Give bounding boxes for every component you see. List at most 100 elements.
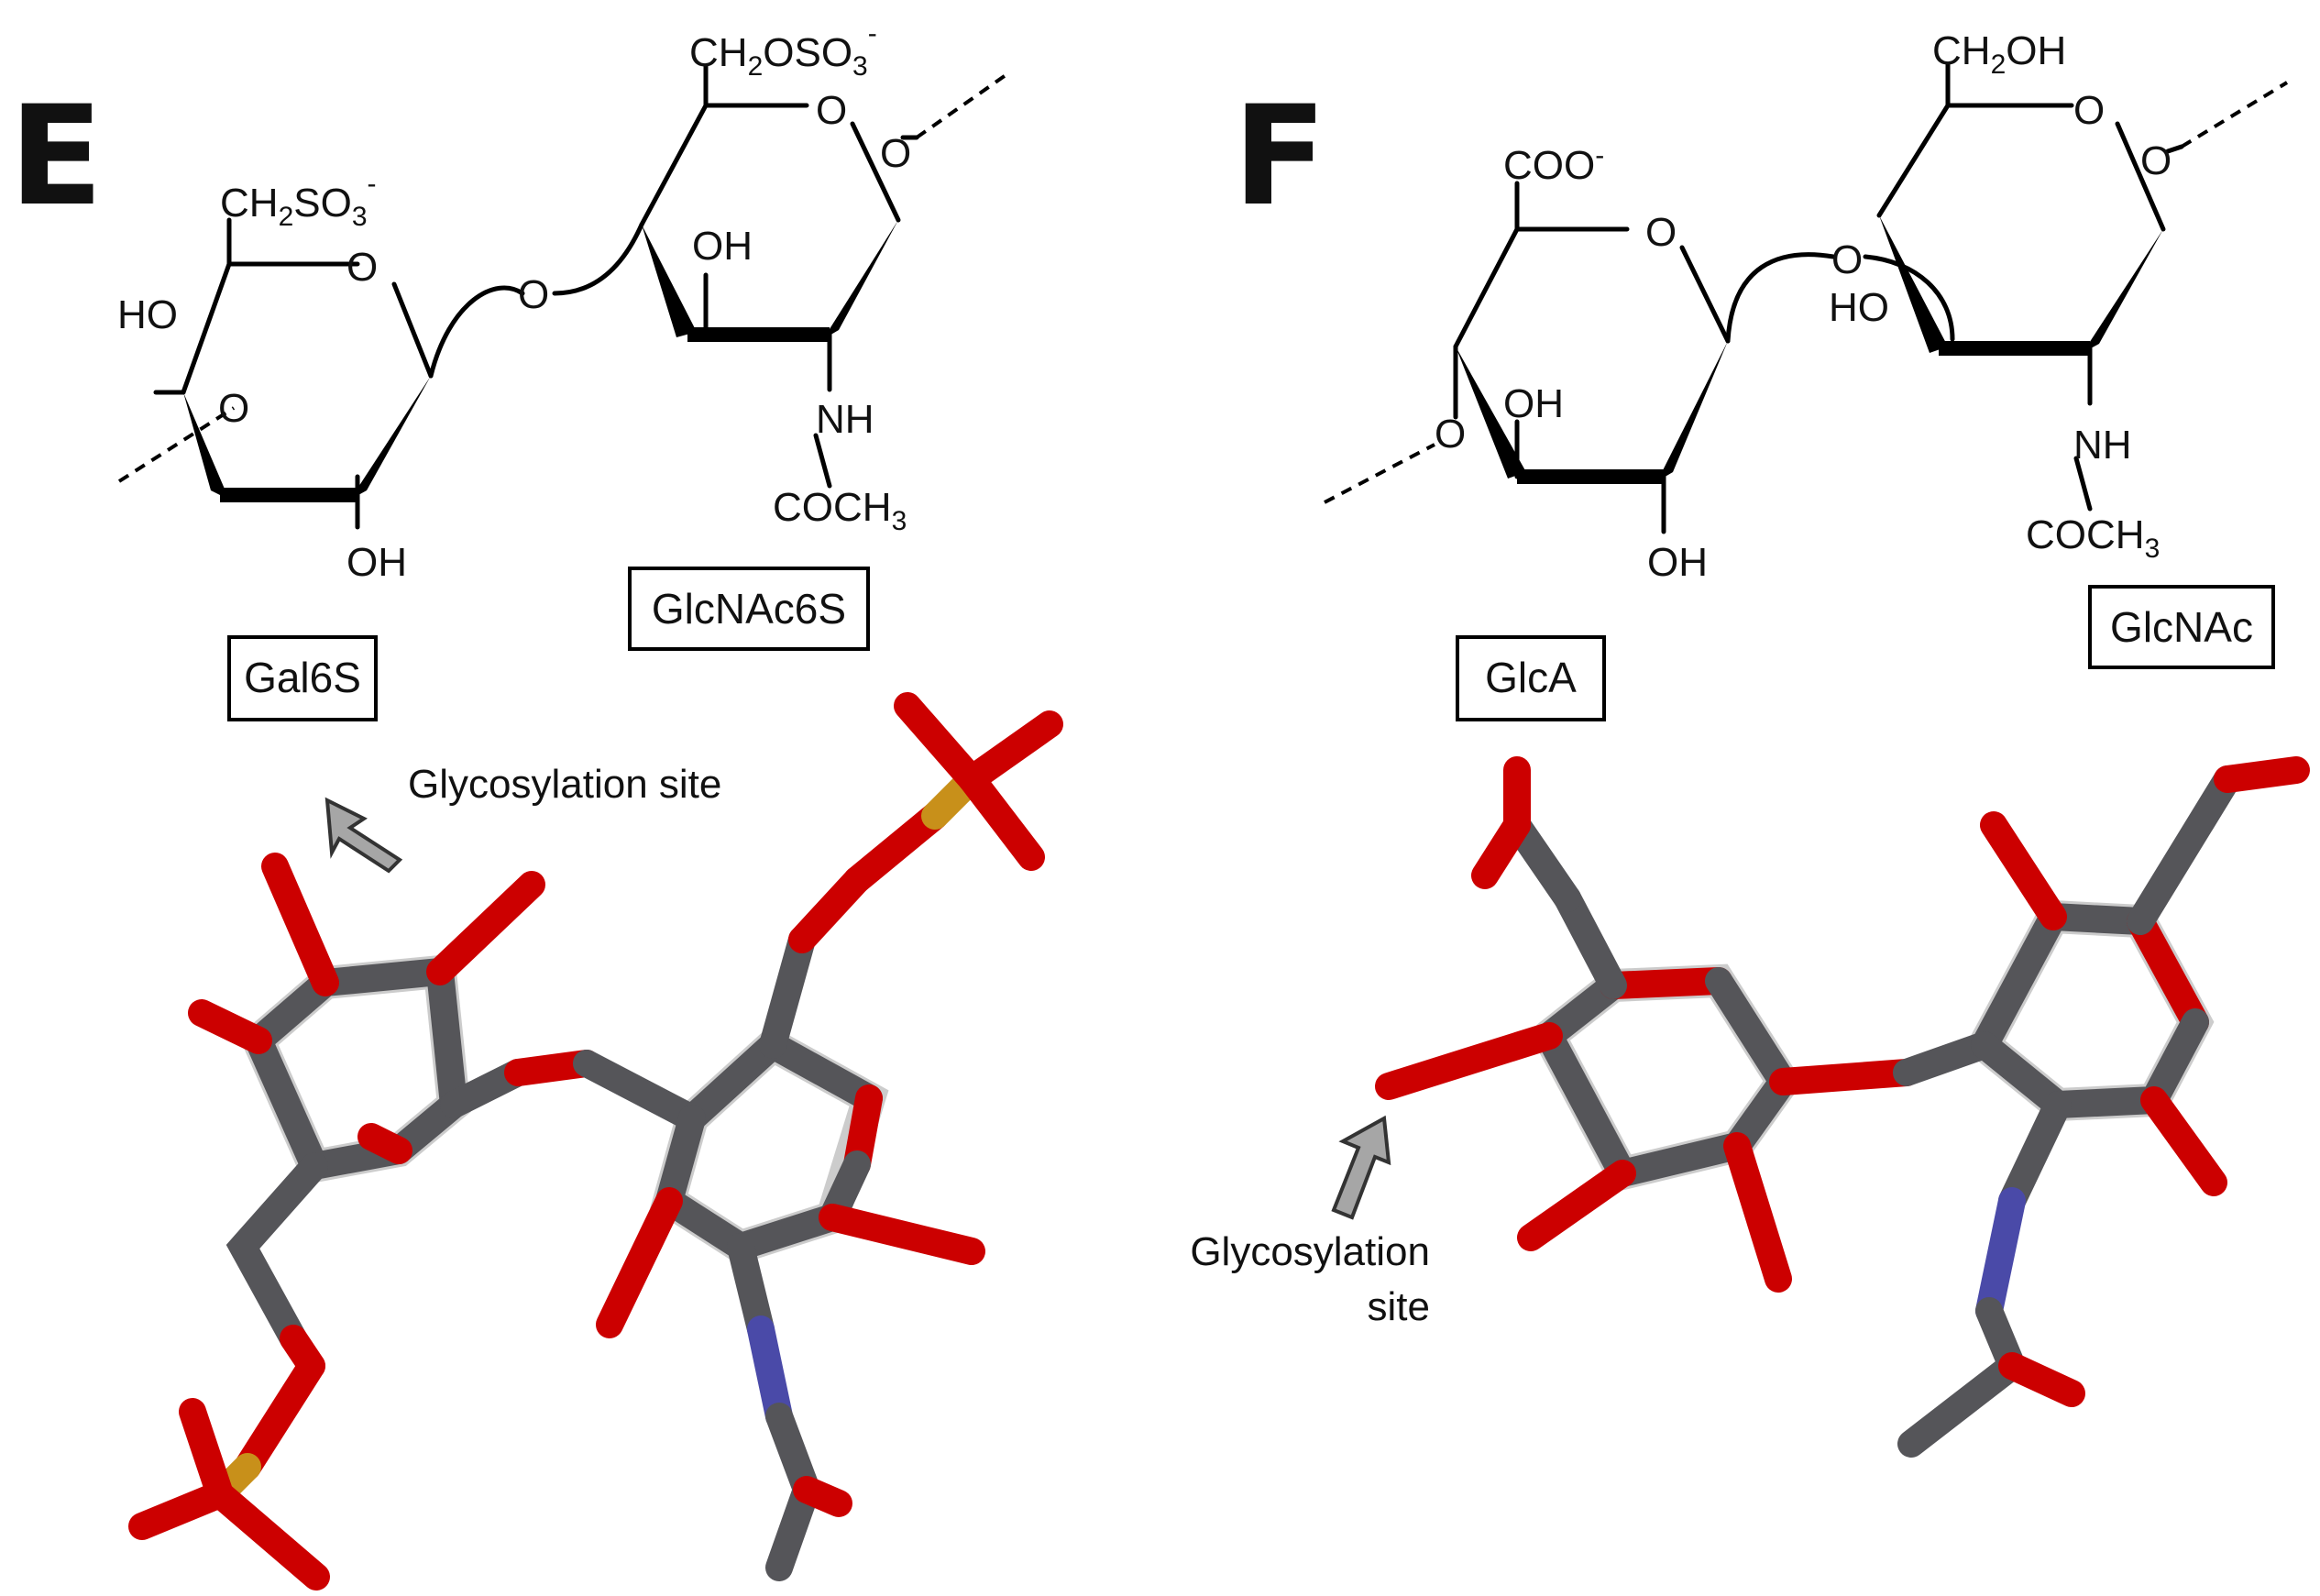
glycosylation-arrow-icon	[324, 797, 403, 874]
dashed-linkage	[915, 72, 1010, 139]
panel-letter-e: E	[9, 77, 103, 237]
stick-bond-oxygen	[958, 710, 1063, 793]
residue-label-glca: GlcA	[1485, 654, 1577, 701]
ring-bond	[1453, 226, 1630, 349]
stick-bond-oxygen	[894, 692, 985, 793]
stick-bond-carbon	[1998, 1091, 2072, 1215]
dashed-linkage	[1324, 443, 1435, 504]
atom-label: O	[346, 245, 378, 290]
residue-label-glcnac: GlcNAc	[2110, 603, 2253, 651]
stick-bond-nitrogen	[1975, 1187, 2026, 1325]
stick-bond-carbon	[1554, 885, 1627, 999]
atom-label: COCH3	[2026, 512, 2160, 564]
dashed-linkage	[117, 406, 236, 483]
glcnac6s-ring	[552, 63, 1010, 489]
glycosidic-bond	[1863, 254, 1955, 342]
stick-bond-carbon	[225, 1152, 328, 1352]
atom-label: CH2OH	[1932, 28, 2066, 80]
residue-box-gal6s	[227, 635, 378, 721]
residue-box-glcnac6s	[628, 567, 870, 651]
gal6s-ring	[117, 217, 525, 530]
atom-label: OH	[692, 224, 753, 269]
atom-label: O	[1435, 412, 1466, 457]
ring-bond	[391, 281, 434, 379]
ring-wedge	[2083, 229, 2163, 353]
stick-bond-oxygen	[1375, 1022, 1563, 1100]
stick-bond-oxygen	[793, 1476, 852, 1517]
panel-e-stick-model	[128, 692, 1063, 1590]
dashed-linkage	[2180, 81, 2289, 149]
atom-label: NH	[2073, 423, 2132, 468]
glycosidic-bond	[552, 222, 644, 296]
atom-label: OH	[1503, 381, 1564, 426]
stick-bond-oxygen	[596, 1187, 683, 1338]
glycosylation-callout-label: Glycosylation site	[408, 762, 721, 807]
stick-bond-oxygen	[426, 871, 545, 985]
stick-bond-oxygen	[1723, 1132, 1792, 1293]
stick-bond-carbon	[653, 1105, 846, 1262]
glycosidic-bond	[428, 285, 525, 379]
stick-bond-oxygen	[2127, 908, 2209, 1036]
atom-label: HO	[117, 292, 178, 337]
atom-label: CH2SO3-	[220, 169, 377, 232]
stick-bond-carbon	[1971, 1008, 2209, 1119]
stick-bond-oxygen	[843, 802, 949, 894]
residue-label-gal6s: Gal6S	[244, 654, 361, 701]
stick-bond-carbon	[2127, 765, 2241, 935]
ring-wedge	[1879, 215, 1948, 353]
stick-bond-oxygen	[206, 1480, 330, 1590]
atom-label: O	[880, 131, 911, 176]
ring-bond	[2073, 456, 2093, 512]
ring-bond	[1679, 245, 1731, 344]
stick-bond-oxygen	[1600, 967, 1732, 999]
ring-wedge	[642, 225, 697, 337]
atom-label: O	[2073, 88, 2105, 133]
stick-bond-carbon	[573, 1050, 706, 1132]
stick-bond-oxygen	[1471, 811, 1531, 889]
glcnac-ring	[1863, 61, 2289, 512]
ring-bond	[1876, 103, 2074, 218]
residue-box-glca	[1456, 635, 1606, 721]
atom-label: HO	[1829, 285, 1889, 330]
stick-bond-oxygen	[1769, 1059, 1920, 1095]
ring-wedge	[183, 392, 229, 500]
stick-bond-nitrogen	[747, 1315, 793, 1430]
ring-wedge	[350, 376, 431, 500]
stick-bond-oxygen	[357, 1123, 412, 1164]
ring-bond	[639, 103, 809, 227]
panel-e: E CH2SO3- O HO O OH O	[9, 18, 1010, 874]
panel-f: F COO- O O OH OH O	[1190, 28, 2289, 1329]
stick-bond-carbon	[1897, 1352, 2026, 1458]
atom-label: O	[518, 272, 549, 317]
ring-bond	[2165, 144, 2184, 154]
ring-wedge	[1456, 347, 1526, 479]
atom-label: O	[1645, 210, 1677, 255]
panel-letter-f: F	[1233, 77, 1326, 237]
stick-bond-oxygen	[819, 1204, 985, 1265]
stick-bond-oxygen	[1517, 1160, 1636, 1251]
stick-bond-oxygen	[1998, 1352, 2085, 1407]
stick-bond-oxygen	[2140, 1086, 2227, 1196]
stick-bond-oxygen	[128, 1480, 234, 1540]
stick-bond-oxygen	[188, 999, 272, 1054]
ring-wedge	[1657, 341, 1728, 481]
ring-bond	[181, 261, 360, 395]
atom-label: OH	[1647, 540, 1708, 585]
atom-label: COCH3	[773, 485, 907, 536]
atom-label: O	[816, 88, 847, 133]
stick-bond-oxygen	[179, 1398, 234, 1508]
atom-label: COO-	[1503, 140, 1604, 188]
atom-label: CH2OSO3-	[689, 18, 877, 82]
glycosylation-callout-label: Glycosylation	[1190, 1229, 1430, 1274]
glca-ring	[1324, 181, 1836, 534]
glycosylation-arrow-icon	[1331, 1115, 1391, 1220]
glycosylation-callout-label: site	[1368, 1284, 1430, 1329]
stick-bond-carbon	[1893, 1031, 1998, 1086]
stick-bond-oxygen	[958, 765, 1045, 871]
atom-label: NH	[816, 397, 874, 442]
ring-bond	[813, 433, 832, 489]
stick-bond-oxygen	[2214, 756, 2310, 793]
ring-bond	[850, 121, 901, 223]
stick-bond-carbon	[759, 926, 816, 1059]
